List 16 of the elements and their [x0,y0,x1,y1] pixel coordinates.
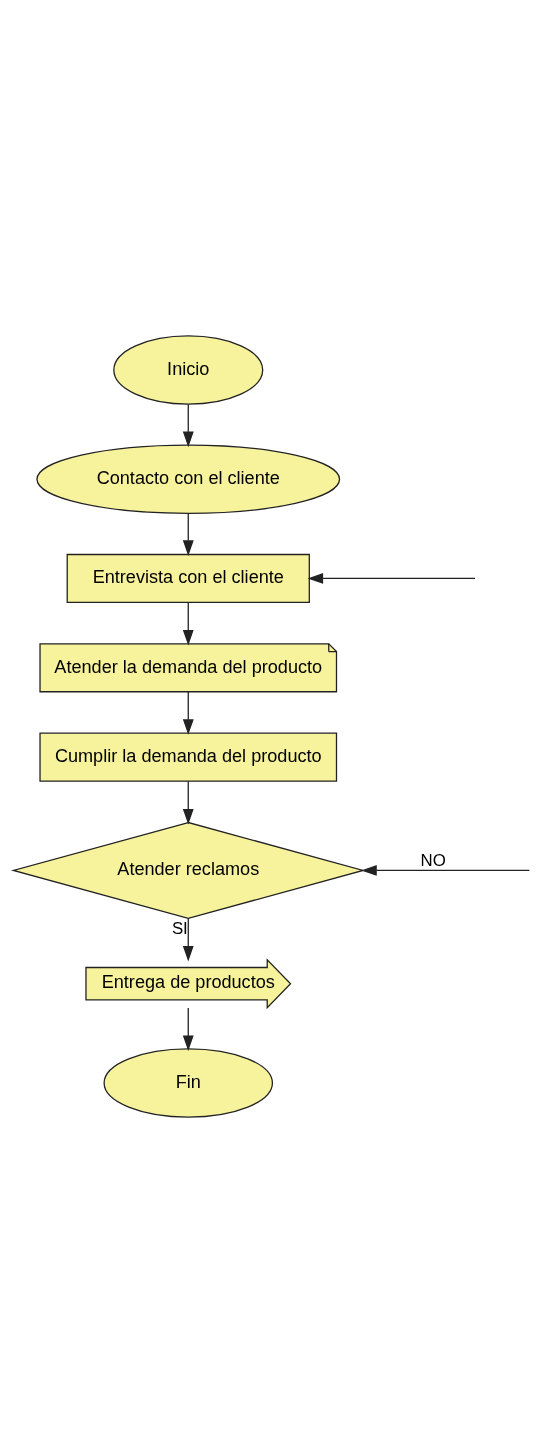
arrow [361,864,531,876]
arrow [307,573,476,584]
arrow [182,1007,194,1051]
node-box: Entrevista con el cliente [66,553,310,604]
node-ellipse: Inicio [113,335,264,405]
arrow [182,918,194,962]
node-box: Cumplir la demanda del producto [39,732,338,782]
node-ellipse: Fin [103,1048,274,1118]
arrow [182,403,194,448]
arrow [182,601,194,646]
edge-label: SI [171,919,188,939]
arrow [182,691,194,735]
edge-label: NO [420,850,446,870]
arrow [182,512,194,556]
arrow [182,780,194,825]
node-ellipse: Contacto con el cliente [36,444,341,514]
